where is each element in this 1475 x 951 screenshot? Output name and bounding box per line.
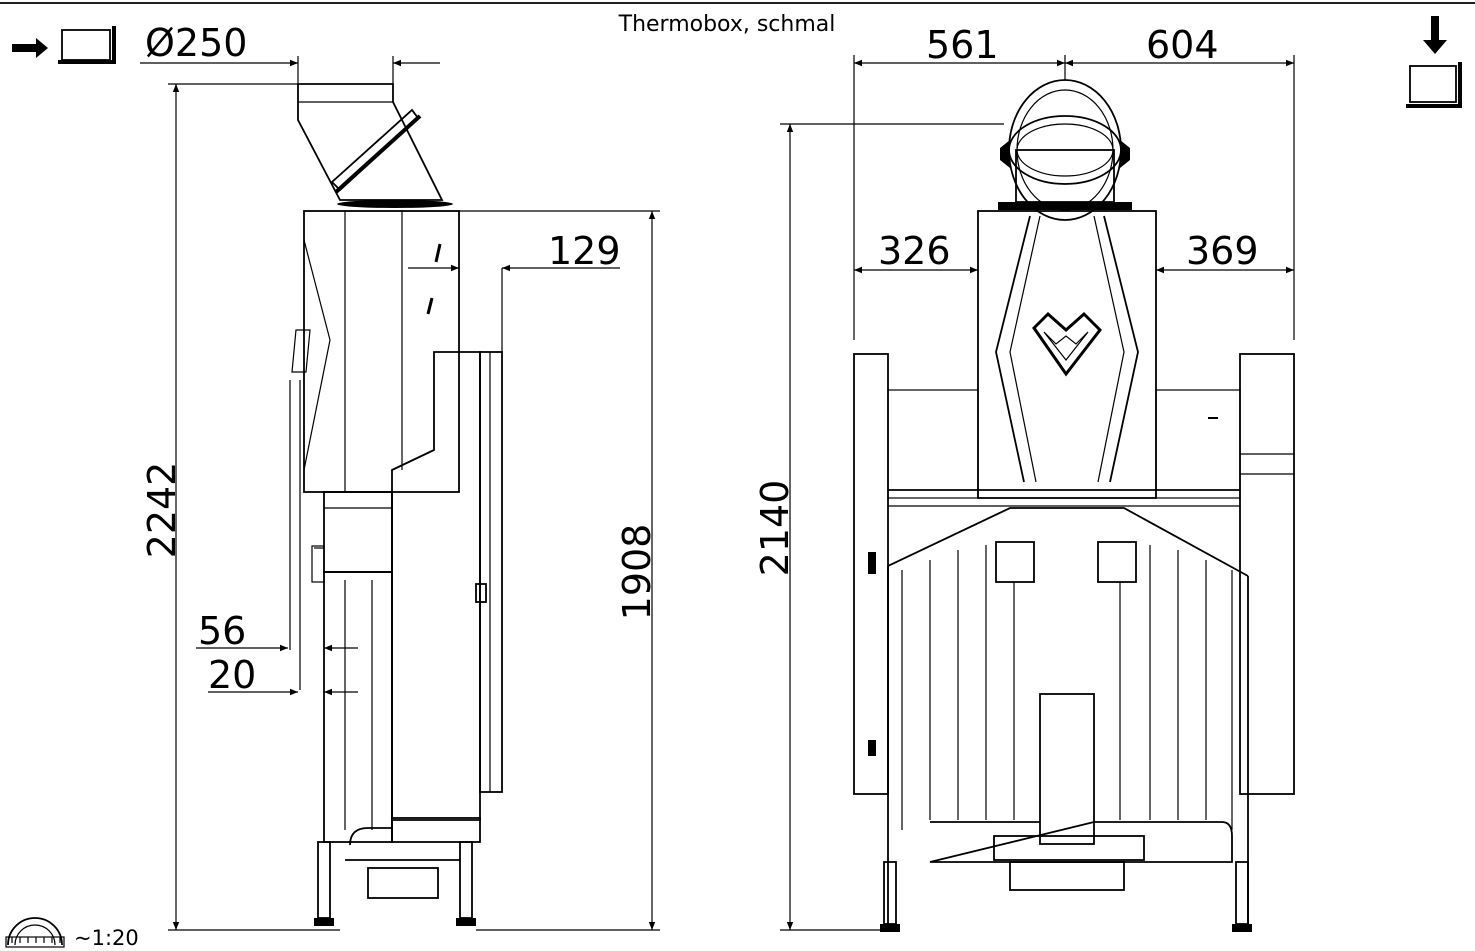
dim-width-left: 561 bbox=[926, 23, 999, 67]
side-view-drawing bbox=[289, 83, 503, 926]
dim-body-height: 1908 bbox=[615, 524, 659, 621]
drawing-title: Thermobox, schmal bbox=[618, 12, 836, 37]
dim-width-right: 604 bbox=[1146, 23, 1219, 67]
side-view-dimensions bbox=[140, 56, 660, 931]
dim-56: 56 bbox=[198, 609, 246, 653]
arrow-right-box-icon bbox=[12, 26, 116, 64]
dim-flue-diameter: Ø250 bbox=[145, 21, 247, 65]
scale-label: ~1:20 bbox=[74, 926, 139, 950]
dim-total-height-side: 2242 bbox=[140, 462, 184, 559]
dim-offset-left: 326 bbox=[878, 229, 951, 273]
dim-total-height-front: 2140 bbox=[753, 480, 797, 577]
dim-top-offset: 129 bbox=[548, 229, 621, 273]
ruler-dome-icon bbox=[5, 917, 65, 948]
dim-20: 20 bbox=[208, 653, 256, 697]
arrow-down-box-icon bbox=[1406, 16, 1462, 108]
front-view-dimensions bbox=[780, 55, 1295, 931]
dim-offset-right: 369 bbox=[1186, 229, 1259, 273]
front-view-drawing bbox=[853, 79, 1295, 932]
